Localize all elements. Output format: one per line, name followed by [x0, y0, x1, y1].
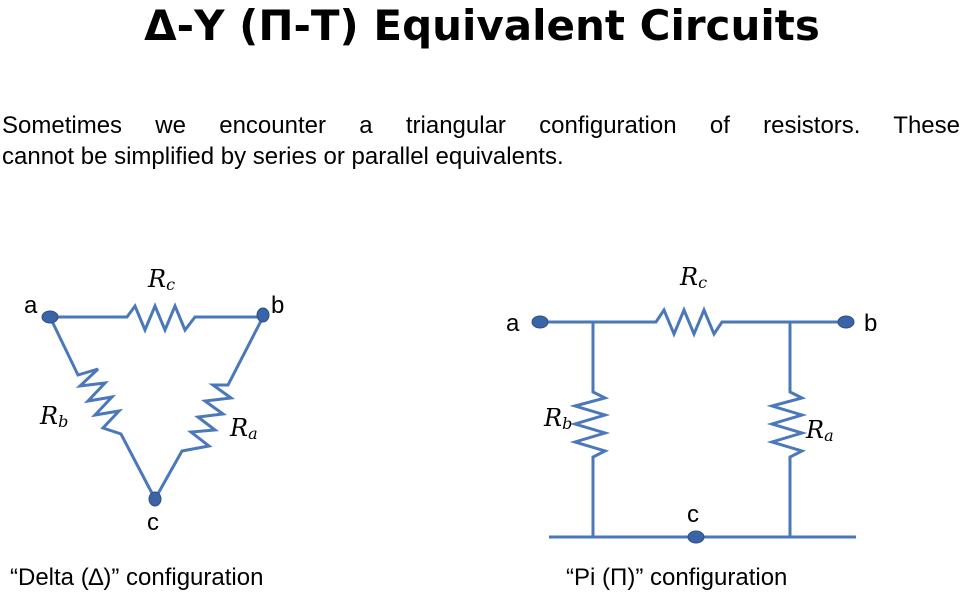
- delta-node-c: [148, 491, 162, 507]
- delta-label-rc-main: R: [147, 265, 166, 293]
- delta-node-b: [256, 307, 270, 323]
- pi-node-b: [837, 315, 855, 329]
- intro-line-1: Sometimes we encounter a triangular conf…: [2, 112, 960, 139]
- delta-label-rb-sub: b: [58, 412, 68, 431]
- pi-label-a: a: [506, 310, 520, 337]
- delta-label-rb-main: R: [39, 402, 58, 430]
- delta-label-rc: Rc: [147, 265, 175, 294]
- pi-label-rc: Rc: [679, 263, 707, 292]
- pi-node-c: [687, 530, 705, 544]
- intro-paragraph: Sometimes we encounter a triangular conf…: [2, 110, 960, 172]
- pi-label-c: c: [687, 501, 699, 528]
- delta-resistor-rb: [48, 316, 157, 500]
- pi-node-a: [531, 315, 549, 329]
- delta-label-rc-sub: c: [166, 275, 175, 294]
- pi-resistor-rb: [569, 322, 611, 537]
- delta-resistor-ra: [153, 316, 265, 500]
- pi-circuit: a b c Rc Rb Ra “Pi (Π)” configuration: [506, 263, 877, 591]
- page-title: Δ-Y (Π-T) Equivalent Circuits: [144, 1, 820, 50]
- delta-label-ra: Ra: [229, 414, 258, 443]
- pi-label-rc-main: R: [679, 263, 698, 291]
- pi-label-rb-main: R: [543, 404, 562, 432]
- delta-label-ra-sub: a: [248, 424, 258, 443]
- delta-label-a: a: [24, 292, 38, 319]
- pi-label-rb-sub: b: [562, 414, 572, 433]
- pi-label-b: b: [864, 310, 877, 337]
- pi-resistor-ra: [766, 322, 808, 537]
- pi-label-rb: Rb: [543, 404, 572, 433]
- delta-label-ra-main: R: [229, 414, 248, 442]
- delta-caption: “Delta (∆)” configuration: [10, 564, 263, 591]
- delta-label-rb: Rb: [39, 402, 68, 431]
- pi-label-ra-sub: a: [824, 426, 834, 445]
- delta-resistor-rc: [50, 302, 263, 334]
- delta-label-b: b: [271, 292, 284, 319]
- delta-label-c: c: [147, 509, 159, 536]
- pi-caption: “Pi (Π)” configuration: [566, 564, 787, 591]
- delta-circuit: a b c Rc Rb Ra “Delta (∆)” configuration: [10, 265, 284, 591]
- intro-line-2: cannot be simplified by series or parall…: [2, 143, 564, 170]
- delta-node-a: [41, 310, 59, 324]
- pi-label-ra-main: R: [805, 416, 824, 444]
- pi-label-rc-sub: c: [698, 273, 707, 292]
- pi-resistor-rc: [540, 306, 846, 338]
- pi-label-ra: Ra: [805, 416, 834, 445]
